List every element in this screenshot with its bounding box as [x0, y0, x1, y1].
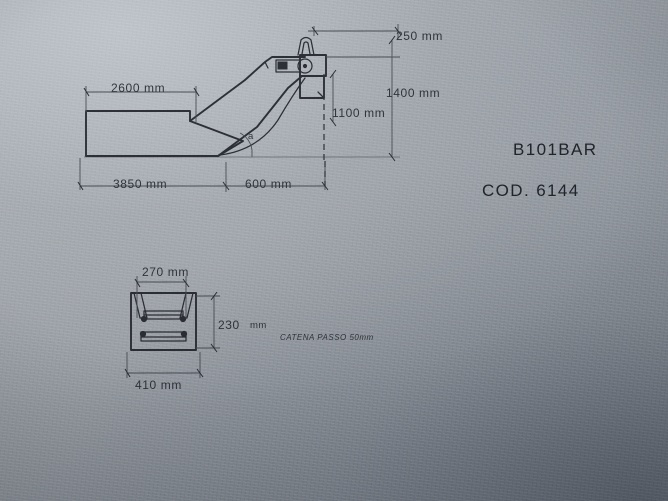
title-block-group: B101BAR COD. 6144 — [482, 140, 597, 200]
flange-left — [133, 292, 148, 319]
head-chute-lip — [317, 91, 325, 99]
dim-600-label: 600 mm — [245, 177, 292, 191]
dim-1400-arrow-bottom — [388, 152, 396, 162]
section-channel-outline — [130, 292, 197, 351]
chain-roller-upper-left — [140, 315, 148, 323]
dim-1400-group: 1400 mm — [386, 35, 440, 162]
machine-base-beam — [85, 110, 244, 157]
lifting-eye-inner — [301, 41, 311, 55]
dim-1100-arrow-bottom — [329, 117, 337, 127]
boom-lower-edge — [217, 75, 303, 157]
dim-410-label: 410 mm — [135, 378, 182, 392]
motor-terminal-box — [277, 61, 288, 70]
model-label: B101BAR — [513, 140, 597, 159]
dim-2600-tick-left — [83, 87, 90, 97]
angle-label: a — [248, 131, 254, 142]
dim-bottom-group: 3850 mm 600 mm — [77, 158, 329, 192]
dim-410-tick-right — [196, 368, 204, 378]
dim-250-label: 250 mm — [396, 29, 443, 43]
boom-angle-arc — [239, 132, 253, 151]
code-label: COD. 6144 — [482, 181, 580, 200]
side-view-group: a 250 mm — [77, 24, 443, 192]
dim-3850-tick-left — [77, 181, 84, 191]
dim-410-tick-left — [124, 368, 131, 378]
gearbox-shaft — [297, 58, 313, 74]
motor-body — [275, 59, 301, 73]
dim-230-arrow-bottom — [210, 343, 218, 353]
dim-1400-arrow-top — [388, 35, 396, 45]
chain-roller-lower-left — [139, 330, 147, 338]
dim-270-tick-right — [182, 278, 190, 288]
dim-230-arrow-top — [210, 291, 218, 301]
dim-250-tick-right — [394, 26, 402, 36]
chain-pitch-note: CATENA PASSO 50mm — [280, 333, 374, 342]
dim-2600-group: 2600 mm — [83, 81, 200, 122]
section-view-group: 270 mm 230 mm 410 mm — [124, 265, 374, 392]
dim-230-label: 230 — [218, 318, 240, 332]
dim-3850-label: 3850 mm — [113, 177, 167, 191]
dim-230-group: 230 mm — [196, 291, 267, 353]
dim-1100-group: 1100 mm — [323, 69, 385, 161]
gearbox-shaft-center — [302, 63, 308, 69]
chain-roller-lower-right — [180, 330, 188, 338]
dim-270-label: 270 mm — [142, 265, 189, 279]
dim-270-group: 270 mm — [134, 265, 190, 318]
dim-270-tick-left — [134, 278, 141, 288]
dim-250-group: 250 mm — [308, 24, 443, 43]
dim-2600-label: 2600 mm — [111, 81, 165, 95]
boom-body-right-edge — [264, 61, 269, 69]
dim-230-unit: mm — [250, 320, 267, 331]
dim-2600-tick-right — [193, 87, 200, 97]
flange-right — [179, 292, 194, 319]
chain-roller-upper-right — [179, 315, 187, 323]
dim-410-group: 410 mm — [124, 352, 204, 392]
dim-1100-label: 1100 mm — [332, 106, 385, 120]
dim-1400-label: 1400 mm — [386, 86, 440, 100]
lifting-eye — [297, 36, 315, 56]
belt-return-curve — [219, 77, 306, 156]
dim-250-tick-left — [311, 26, 319, 36]
dim-1100-arrow-top — [329, 69, 337, 79]
